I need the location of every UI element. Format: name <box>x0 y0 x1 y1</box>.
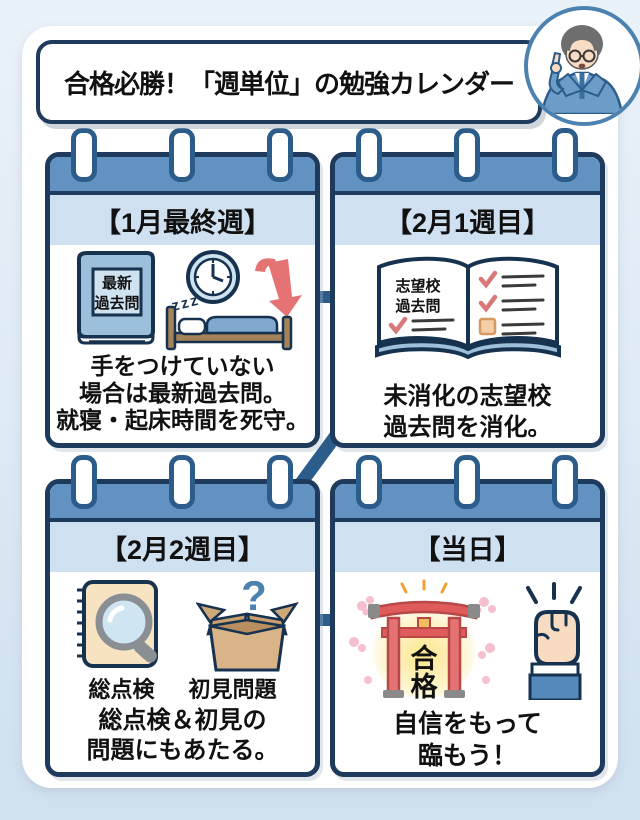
target-school-label-line1: 志望校 <box>395 277 441 295</box>
calendar-ring-icon <box>356 128 382 182</box>
card3-text: 総点検＆初見の 問題にもあたる。 <box>86 707 279 764</box>
checkmark-icon <box>388 316 407 335</box>
card1-text: 手をつけていない 場合は最新過去問。 就寝・起床時間を死守。 <box>56 353 309 433</box>
mystery-box-icon: ? <box>195 576 299 672</box>
checkmark-icon <box>478 270 497 313</box>
card-january-final-week: 【1月最終週】 最新 過去問 <box>45 128 320 448</box>
week-label: 【1月最終週】 <box>50 195 315 245</box>
bed-icon <box>165 305 292 351</box>
card2-text: 未消化の志望校 過去問を消化。 <box>383 383 552 441</box>
calendar-ring-icon <box>454 455 480 509</box>
card-february-week2: 【2月2週目】 ? <box>45 455 320 777</box>
presenter-avatar <box>524 6 640 126</box>
question-mark-icon: ? <box>241 576 267 619</box>
sleep-zzz-icon: zzz <box>169 291 201 314</box>
clock-icon <box>185 250 240 304</box>
calendar-ring-icon <box>356 455 382 509</box>
page-title-banner: 合格必勝！「週単位」の勉強カレンダー <box>36 40 542 124</box>
calendar-ring-icon <box>71 455 97 509</box>
pass-label-line1: 合 <box>410 643 437 674</box>
down-arrow-icon <box>254 258 302 317</box>
calendar-ring-icon <box>169 455 195 509</box>
card1-icons: 最新 過去問 <box>76 250 302 351</box>
torii-structure <box>367 600 480 698</box>
fist-icon <box>525 582 582 700</box>
past-exam-book-icon: 最新 過去問 <box>76 251 155 345</box>
pass-label-line2: 格 <box>410 672 438 702</box>
box-label: 初見問題 <box>188 677 277 702</box>
notebook-label: 総点検 <box>88 677 155 702</box>
open-book-checklist-icon: 志望校 過去問 <box>374 256 561 360</box>
torii-gate-icon: 合 格 <box>348 579 496 702</box>
week-label: 【2月2週目】 <box>50 522 315 572</box>
presenter-man-icon <box>540 25 624 116</box>
card-february-week1: 【2月1週目】 志望校 過去問 <box>330 128 605 448</box>
empty-checkbox-icon <box>478 317 496 336</box>
card-exam-day: 【当日】 <box>330 455 605 777</box>
week-label: 【当日】 <box>335 522 600 572</box>
calendar-ring-icon <box>267 128 293 182</box>
calendar-ring-icon <box>169 128 195 182</box>
notebook-magnifier-icon <box>76 580 158 668</box>
sparkle-icon <box>400 579 447 594</box>
week-label: 【2月1週目】 <box>335 195 600 245</box>
book-label-line1: 最新 <box>101 274 131 292</box>
calendar-ring-icon <box>71 128 97 182</box>
calendar-ring-icon <box>552 455 578 509</box>
target-school-label-line2: 過去問 <box>394 297 440 315</box>
book-label-line2: 過去問 <box>93 294 139 312</box>
calendar-ring-icon <box>267 455 293 509</box>
card4-text: 自信をもって 臨もう！ <box>393 710 542 770</box>
page-title: 合格必勝！「週単位」の勉強カレンダー <box>63 68 515 99</box>
calendar-ring-icon <box>552 128 578 182</box>
magnifier-icon <box>95 593 157 663</box>
sakura-icon <box>348 596 496 684</box>
card3-icon-labels: 総点検 初見問題 <box>88 672 276 704</box>
calendar-ring-icon <box>454 128 480 182</box>
